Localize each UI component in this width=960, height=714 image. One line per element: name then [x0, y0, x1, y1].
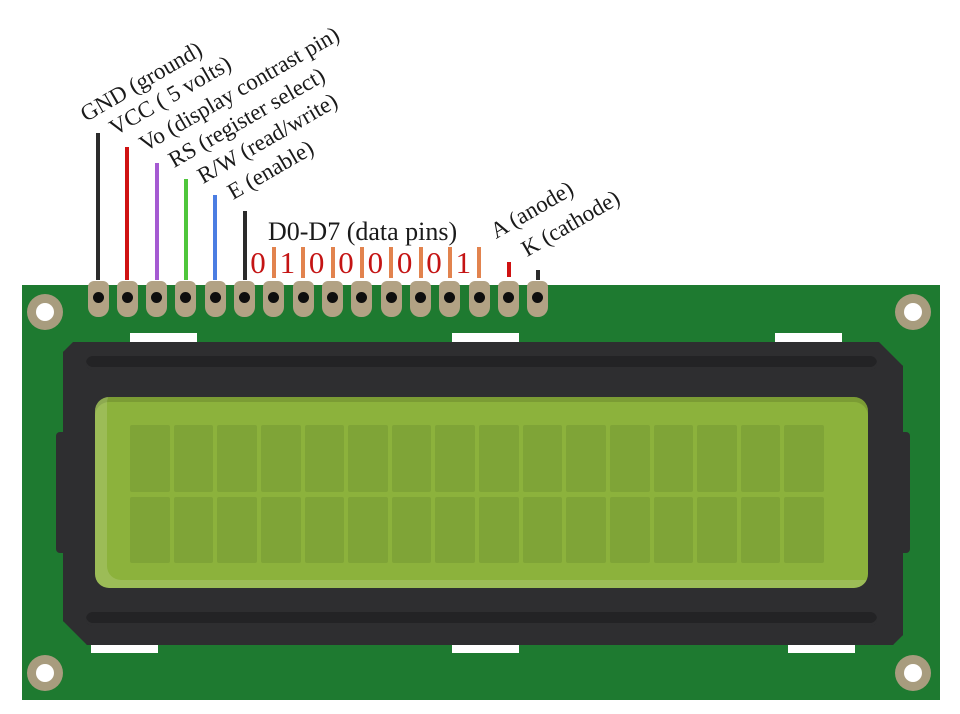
mounting-hole-bore — [36, 664, 54, 682]
solder-tab-2 — [452, 333, 519, 343]
character-cell — [653, 425, 694, 492]
pin-hole-6 — [239, 292, 251, 303]
pin-hole-12 — [415, 292, 427, 303]
character-cell — [435, 496, 475, 563]
character-cell — [784, 425, 824, 492]
pin-3-leader-line — [154, 163, 159, 280]
pin-2-leader-line — [125, 147, 130, 280]
character-cell — [391, 496, 432, 563]
character-cell — [784, 496, 824, 563]
data-pin-leader-1 — [301, 247, 306, 278]
pin-hole-8 — [297, 292, 309, 303]
pin-5-leader-line — [213, 195, 218, 280]
solder-tab-1 — [130, 333, 197, 343]
bezel-side-tab-right — [901, 432, 910, 553]
mounting-hole-2 — [895, 294, 931, 330]
character-cell — [653, 496, 694, 563]
data-pin-leader-2 — [330, 247, 335, 278]
character-cell — [566, 496, 606, 563]
pin-4-leader-line — [183, 179, 188, 280]
data-pin-bit-1: 1 — [279, 245, 296, 280]
pin-1-leader-line — [96, 133, 100, 280]
pin-hole-5 — [209, 292, 221, 303]
data-pin-bit-7: 1 — [455, 245, 472, 280]
character-cell — [391, 425, 432, 492]
character-cell — [348, 425, 388, 492]
bezel-groove-bottom — [86, 612, 877, 626]
pin-16-leader-line — [535, 270, 540, 280]
pin-6-leader-line — [242, 211, 247, 280]
character-cell — [697, 425, 737, 492]
pin-hole-1 — [92, 292, 104, 303]
data-pin-leader-6 — [447, 247, 452, 278]
solder-tab-3 — [775, 333, 842, 343]
character-cell — [260, 425, 301, 492]
character-cell — [522, 425, 563, 492]
mounting-hole-bore — [904, 303, 922, 321]
data-pin-bit-2: 0 — [308, 245, 325, 280]
solder-tab-4 — [91, 644, 158, 653]
character-cell — [348, 496, 388, 563]
character-cell — [609, 496, 650, 563]
mounting-hole-bore — [904, 664, 922, 682]
data-pin-leader-5 — [418, 247, 423, 278]
character-cell — [304, 425, 345, 492]
data-pin-leader-0 — [271, 247, 276, 278]
data-pin-leader-3 — [359, 247, 364, 278]
character-cell — [479, 425, 519, 492]
pin-hole-11 — [385, 292, 397, 303]
pin-hole-4 — [180, 292, 192, 303]
character-cell — [260, 496, 301, 563]
character-grid — [130, 425, 824, 563]
character-cell — [173, 425, 214, 492]
lcd-bezel — [56, 342, 910, 645]
character-cell — [479, 496, 519, 563]
data-pin-bit-5: 0 — [396, 245, 413, 280]
pin-hole-15 — [503, 292, 515, 303]
pin-hole-10 — [356, 292, 368, 303]
character-cell — [130, 496, 170, 563]
data-pin-bit-0: 0 — [250, 245, 266, 280]
bezel-side-tab-left — [56, 432, 65, 553]
character-cell — [609, 425, 650, 492]
character-cell — [522, 496, 563, 563]
character-cell — [173, 496, 214, 563]
data-pin-bit-6: 0 — [426, 245, 442, 280]
pin-hole-3 — [151, 292, 163, 303]
pin-hole-2 — [121, 292, 133, 303]
mounting-hole-bore — [36, 303, 54, 321]
pin-hole-13 — [444, 292, 456, 303]
pin-hole-16 — [532, 292, 544, 303]
mounting-hole-3 — [27, 655, 63, 691]
data-pins-label: D0-D7 (data pins) — [268, 217, 458, 246]
character-cell — [130, 425, 170, 492]
character-cell — [217, 425, 257, 492]
pin-hole-9 — [327, 292, 339, 303]
character-cell — [304, 496, 345, 563]
mounting-hole-1 — [27, 294, 63, 330]
character-cell — [435, 425, 475, 492]
data-pin-leader-4 — [389, 247, 394, 278]
pin-hole-14 — [473, 292, 485, 303]
character-cell — [740, 496, 781, 563]
lcd-screen — [95, 397, 868, 588]
solder-tab-6 — [788, 644, 855, 653]
solder-tab-5 — [452, 644, 519, 653]
pin-hole-7 — [268, 292, 280, 303]
character-cell — [740, 425, 781, 492]
pin-15-leader-line — [506, 262, 511, 277]
data-pin-bit-3: 0 — [338, 245, 354, 280]
character-cell — [217, 496, 257, 563]
bezel-groove-top — [86, 356, 877, 370]
data-pin-bit-4: 0 — [367, 245, 384, 280]
character-cell — [566, 425, 606, 492]
data-pin-leader-7 — [477, 247, 482, 278]
character-cell — [697, 496, 737, 563]
mounting-hole-4 — [895, 655, 931, 691]
